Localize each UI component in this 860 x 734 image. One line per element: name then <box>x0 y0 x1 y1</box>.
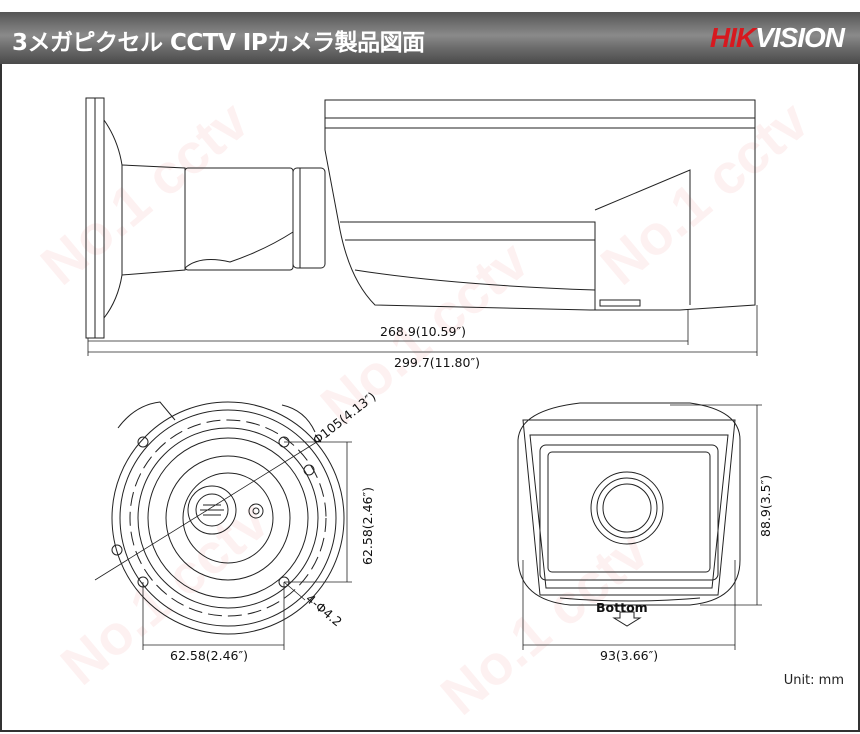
total-length-label: 299.7(11.80″) <box>394 355 480 370</box>
side-view <box>85 97 758 356</box>
vertical-spacing-label: 62.58(2.46″) <box>360 487 375 565</box>
height-label: 88.9(3.5″) <box>758 475 773 537</box>
front-view <box>517 402 762 650</box>
diameter-label: Φ105(4.13″) <box>310 389 379 448</box>
horizontal-spacing-label: 62.58(2.46″) <box>170 648 248 663</box>
header-bar: 3メガピクセル CCTV IPカメラ製品図面 HIKVISION <box>0 12 860 64</box>
holes-label: 4-Φ4.2 <box>303 591 345 630</box>
width-label: 93(3.66″) <box>600 648 658 663</box>
unit-label: Unit: mm <box>783 673 844 688</box>
drawing-frame <box>0 64 860 732</box>
hikvision-logo: HIKVISION <box>709 22 845 53</box>
bottom-label: Bottom <box>596 600 648 615</box>
page-title: 3メガピクセル CCTV IPカメラ製品図面 <box>12 30 425 56</box>
body-length-label: 268.9(10.59″) <box>380 324 466 339</box>
rear-view <box>94 401 352 650</box>
